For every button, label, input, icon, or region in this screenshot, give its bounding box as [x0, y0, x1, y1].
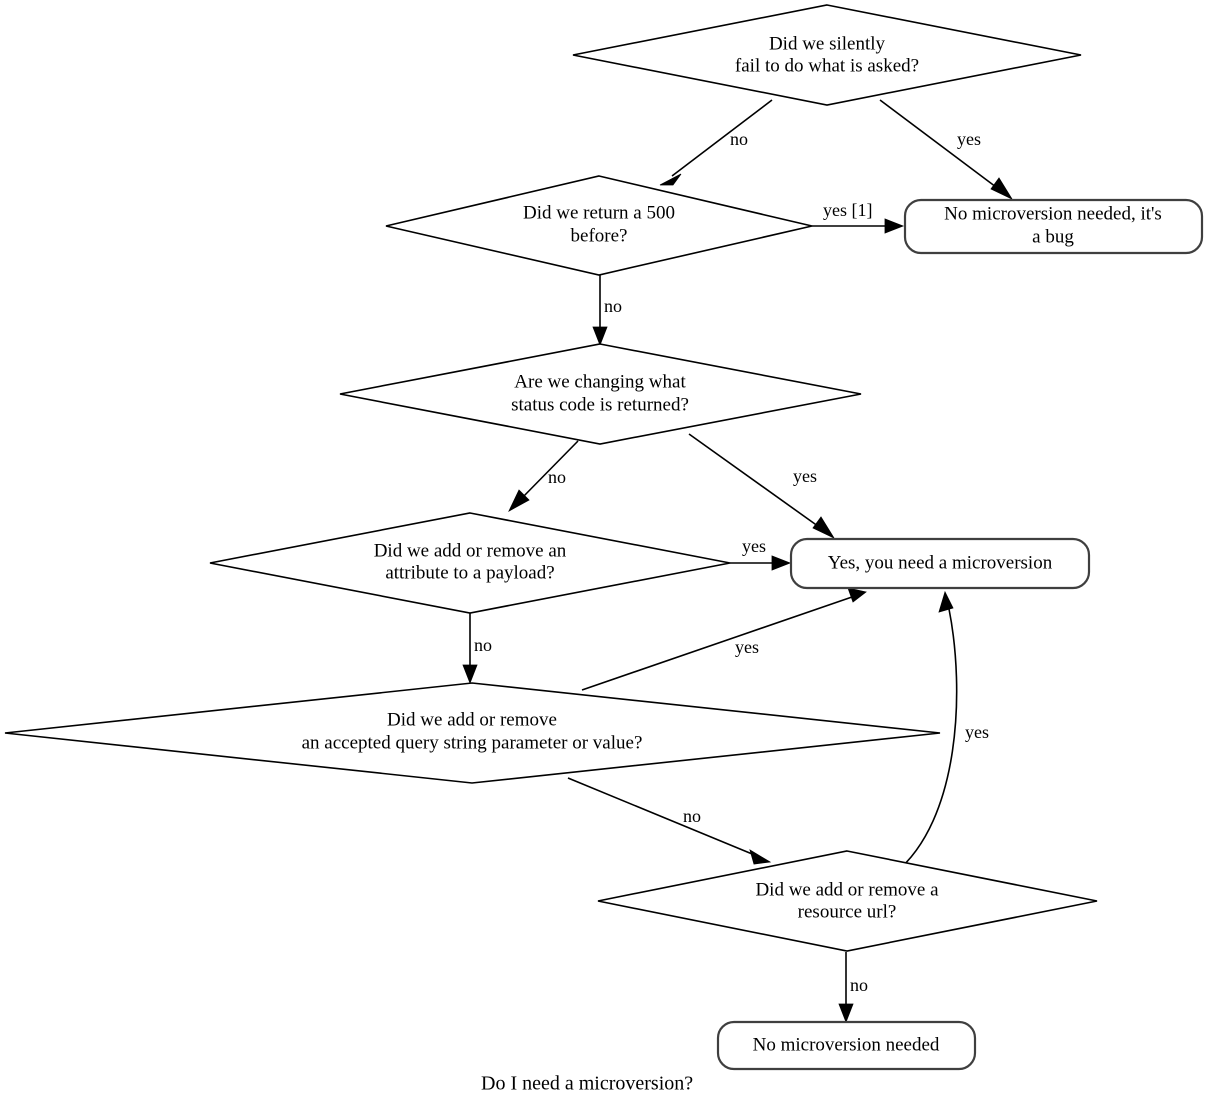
node-label-line-2: attribute to a payload? [385, 562, 554, 583]
node-label-line-1: Did we add or remove a [755, 879, 939, 900]
node-label-line-1: No microversion needed [753, 1034, 940, 1055]
edge-label-silent-fail-yes: yes [957, 129, 981, 149]
arrowhead-icon [659, 173, 682, 186]
rounded-box-shape [903, 198, 1204, 255]
node-label-line-1: Yes, you need a microversion [828, 552, 1053, 573]
edge-label-return-500-yes: yes [1] [823, 200, 872, 220]
arrowhead-icon [884, 218, 905, 234]
rounded-box-shape [789, 537, 1091, 590]
arrowhead-icon [592, 326, 608, 347]
node-label-line-2: an accepted query string parameter or va… [302, 732, 643, 753]
diagram-caption: Do I need a microversion? [481, 1073, 693, 1095]
node-label-line-2: before? [571, 225, 628, 246]
edge-silent-fail-no: no [659, 99, 773, 186]
node-bug[interactable]: No microversion needed, it's a bug [903, 198, 1204, 255]
edge-payload-attr-yes: yes [730, 536, 792, 571]
edge-line [581, 596, 853, 691]
edge-label-payload-attr-yes: yes [742, 536, 766, 556]
edge-return-500-no: no [592, 275, 622, 347]
node-query-string[interactable]: Did we add or remove an accepted query s… [4, 682, 941, 784]
arrowhead-icon [812, 516, 836, 539]
edge-label-status-code-yes: yes [793, 466, 817, 486]
rounded-box-shape [716, 1020, 977, 1071]
edge-resource-url-yes: yes [894, 590, 989, 874]
edge-line [567, 777, 758, 857]
edge-label-resource-url-no: no [850, 975, 868, 995]
edge-label-status-code-no: no [548, 467, 566, 487]
edge-label-return-500-no: no [604, 296, 622, 316]
node-no-microversion[interactable]: No microversion needed [716, 1020, 977, 1071]
edge-line [671, 99, 773, 177]
diamond-shape [385, 175, 813, 276]
edge-query-string-yes: yes [581, 587, 867, 691]
arrowhead-icon [938, 590, 954, 613]
edge-label-silent-fail-no: no [730, 129, 748, 149]
arrowhead-icon [749, 849, 772, 865]
node-return-500[interactable]: Did we return a 500 before? [385, 175, 813, 276]
arrowhead-icon [847, 587, 867, 603]
edge-resource-url-no: no [838, 952, 868, 1024]
edge-payload-attr-no: no [462, 612, 492, 685]
node-need-microversion[interactable]: Yes, you need a microversion [789, 537, 1091, 590]
node-label-line-2: a bug [1032, 226, 1074, 247]
arrowhead-icon [838, 1003, 854, 1024]
edge-return-500-yes: yes [1] [812, 200, 905, 234]
node-label-line-2: status code is returned? [511, 394, 689, 415]
diamond-shape [572, 4, 1082, 106]
node-label-line-2: resource url? [798, 901, 897, 922]
node-label-line-1: Did we silently [769, 33, 886, 54]
edge-label-query-string-no: no [683, 806, 701, 826]
arrowhead-icon [508, 489, 530, 512]
edge-status-code-yes: yes [688, 433, 836, 539]
edge-label-query-string-yes: yes [735, 637, 759, 657]
node-label-line-1: Did we add or remove [387, 709, 557, 730]
node-silent-fail[interactable]: Did we silently fail to do what is asked… [572, 4, 1082, 106]
edge-line [894, 608, 958, 874]
edge-label-resource-url-yes: yes [965, 722, 989, 742]
diamond-shape [4, 682, 941, 784]
arrowhead-icon [462, 664, 478, 685]
edge-line [688, 433, 823, 530]
edge-line [519, 440, 579, 501]
arrowhead-icon [771, 555, 792, 571]
node-label-line-1: Are we changing what [514, 371, 686, 392]
node-label-line-1: No microversion needed, it's [944, 203, 1162, 224]
edge-query-string-no: no [567, 777, 772, 865]
edge-line [879, 99, 1001, 191]
edge-status-code-no: no [508, 440, 579, 512]
diamond-shape [209, 512, 731, 614]
node-label-line-1: Did we return a 500 [523, 202, 675, 223]
node-status-code[interactable]: Are we changing what status code is retu… [339, 343, 862, 445]
edge-label-payload-attr-no: no [474, 635, 492, 655]
node-label-line-2: fail to do what is asked? [735, 55, 919, 76]
arrowhead-icon [990, 177, 1014, 200]
node-resource-url[interactable]: Did we add or remove a resource url? [597, 850, 1098, 952]
edge-silent-fail-yes: yes [879, 99, 1014, 200]
node-label-line-1: Did we add or remove an [374, 540, 567, 561]
diamond-shape [597, 850, 1098, 952]
node-payload-attribute[interactable]: Did we add or remove an attribute to a p… [209, 512, 731, 614]
diamond-shape [339, 343, 862, 445]
